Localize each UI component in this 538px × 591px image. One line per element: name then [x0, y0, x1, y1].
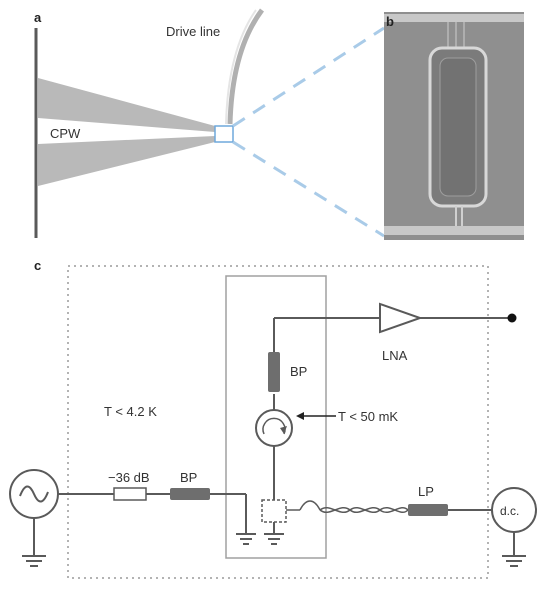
panel-b-letter: b	[386, 14, 394, 29]
cpw-lower-taper	[38, 136, 215, 186]
circulator	[255, 394, 293, 470]
lp-filter	[408, 504, 448, 516]
region-4k	[67, 265, 489, 579]
panel-b: b	[384, 12, 524, 240]
region-50mk	[225, 275, 327, 559]
ground-icon	[22, 555, 46, 567]
zoom-line-bottom	[232, 140, 385, 238]
device-symbol	[261, 470, 300, 534]
panel-c-letter: c	[34, 258, 41, 273]
temp-outer-label: T < 4.2 K	[104, 404, 157, 419]
ground-icon	[502, 555, 526, 567]
lna-amplifier	[379, 302, 424, 334]
attenuator-label: −36 dB	[108, 470, 150, 485]
lna-label: LNA	[382, 348, 408, 363]
panel-a-letter: a	[34, 10, 42, 25]
temp-inner-label: T < 50 mK	[338, 409, 398, 424]
bp-filter-input	[170, 488, 210, 500]
zoom-line-top	[232, 26, 385, 128]
bp-output-label: BP	[290, 364, 307, 379]
ground-icon	[264, 533, 284, 545]
device-highlight-box	[214, 125, 234, 143]
attenuator	[113, 487, 147, 501]
ground-icon	[236, 533, 256, 545]
bp-input-label: BP	[180, 470, 197, 485]
bp-filter-output	[268, 352, 280, 392]
lp-label: LP	[418, 484, 434, 499]
dc-label: d.c.	[500, 504, 519, 518]
rf-source	[9, 469, 59, 567]
cpw-upper-taper	[38, 78, 215, 132]
drive-line-label: Drive line	[166, 24, 220, 39]
panel-c: c T < 4.2 K T < 50 mK −36 dB BP	[9, 258, 537, 579]
panel-a: a CPW Drive line	[34, 8, 385, 238]
cpw-label: CPW	[50, 126, 81, 141]
output-terminal	[507, 313, 517, 323]
sine-icon	[19, 485, 49, 503]
drive-line	[227, 8, 265, 125]
